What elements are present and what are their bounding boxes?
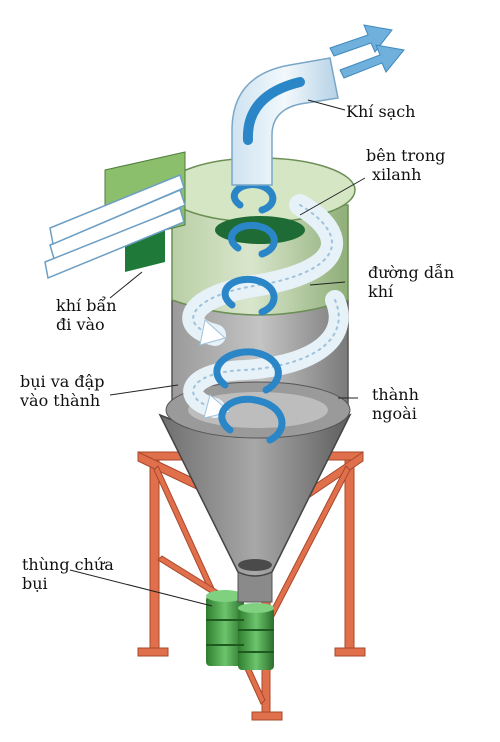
leader-lines: [69, 99, 366, 607]
label-gas-path-line2: khí: [368, 282, 394, 301]
inlet-duct: [44, 151, 186, 280]
label-gas-path: đường dẫn khí: [368, 263, 454, 301]
label-dust-hits-wall-line2: vào thành: [20, 391, 101, 410]
label-dust-bin: thùng chứa bụi: [22, 555, 114, 593]
cone-hopper: [158, 413, 352, 577]
label-outer-wall-line2: ngoài: [372, 404, 417, 423]
label-gas-path-line1: đường dẫn: [368, 263, 455, 282]
clean-air-arrows: [329, 24, 405, 79]
label-dust-hits-wall: bụi va đập vào thành: [20, 372, 104, 410]
label-dust-bin-line2: bụi: [22, 574, 48, 593]
label-dirty-air-in-line1: khí bẩn: [56, 296, 117, 315]
label-dust-bin-line1: thùng chứa: [22, 555, 114, 574]
outlet-pipe: [231, 57, 339, 186]
dust-bins: [206, 590, 274, 670]
label-inner-cylinder-line2: xilanh: [372, 165, 422, 184]
label-outer-wall: thành ngoài: [372, 385, 419, 423]
label-outer-wall-line1: thành: [372, 385, 419, 404]
label-dust-hits-wall-line1: bụi va đập: [20, 372, 105, 391]
label-dirty-air-in: khí bẩn đi vào: [56, 296, 117, 334]
label-dirty-air-in-line2: đi vào: [56, 315, 105, 334]
label-inner-cylinder: bên trong xilanh: [366, 146, 445, 184]
label-inner-cylinder-line1: bên trong: [366, 146, 446, 165]
label-clean-air: Khí sạch: [346, 102, 416, 121]
